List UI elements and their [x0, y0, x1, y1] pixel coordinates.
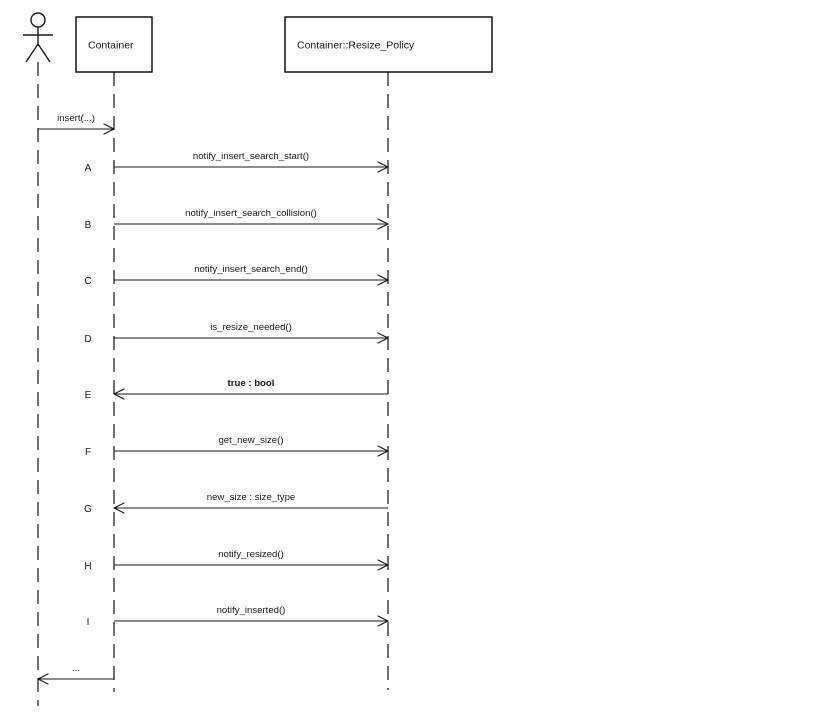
message-label: ... — [72, 663, 80, 674]
message-B[interactable]: notify_insert_search_collision() B — [85, 208, 389, 231]
participant-container[interactable]: Container — [75, 16, 153, 73]
message-label: get_new_size() — [218, 435, 283, 446]
message-label: notify_insert_search_collision() — [185, 208, 317, 219]
message-F[interactable]: get_new_size() F — [85, 435, 389, 458]
message-label: new_size : size_type — [207, 492, 296, 503]
message-insert[interactable]: insert(...) — [38, 113, 115, 135]
actor-leg-left — [25, 43, 39, 63]
message-label: is_resize_needed() — [210, 322, 292, 333]
actor-leg-right — [37, 43, 51, 63]
message-tag: H — [84, 561, 91, 572]
message-label: notify_inserted() — [217, 605, 286, 616]
participant-label-container: Container — [88, 40, 134, 52]
participant-box-container[interactable] — [75, 16, 153, 73]
participant-box-layer: Container Container::Resize_Policy — [75, 16, 493, 73]
lifeline-layer — [37, 62, 389, 706]
message-label: notify_insert_search_start() — [193, 151, 309, 162]
message-arrowhead — [113, 388, 125, 400]
message-tag: B — [85, 220, 92, 231]
message-arrowhead — [377, 274, 389, 286]
message-arrowhead — [103, 123, 115, 135]
message-arrowhead — [377, 615, 389, 627]
message-arrowhead — [113, 502, 125, 514]
actor-figure — [23, 12, 53, 63]
message-layer: insert(...) notify_insert_search_start() A… — [37, 113, 389, 685]
message-I[interactable]: notify_inserted() I — [87, 605, 389, 628]
message-label: insert(...) — [57, 113, 95, 124]
message-tag: D — [84, 334, 91, 345]
participant-resize_policy[interactable]: Container::Resize_Policy — [284, 16, 493, 73]
message-tag: F — [85, 447, 91, 458]
message-label: notify_resized() — [218, 549, 284, 560]
actor-head-icon — [30, 12, 46, 28]
message-arrowhead — [377, 445, 389, 457]
message-D[interactable]: is_resize_needed() D — [84, 322, 389, 345]
message-label: notify_insert_search_end() — [194, 264, 308, 275]
participant-box-resize_policy[interactable] — [284, 16, 493, 73]
message-arrowhead — [377, 559, 389, 571]
message-msg[interactable]: ... — [37, 663, 114, 685]
message-tag: G — [84, 504, 92, 515]
message-H[interactable]: notify_resized() H — [84, 549, 389, 572]
message-tag: E — [85, 390, 92, 401]
message-C[interactable]: notify_insert_search_end() C — [84, 264, 389, 287]
message-tag: A — [85, 163, 92, 174]
message-label: true : bool — [228, 378, 275, 389]
message-arrowhead — [377, 332, 389, 344]
participant-label-resize_policy: Container::Resize_Policy — [297, 40, 415, 52]
message-arrowhead — [377, 218, 389, 230]
message-arrowhead — [377, 161, 389, 173]
message-A[interactable]: notify_insert_search_start() A — [85, 151, 389, 174]
message-tag: I — [87, 617, 90, 628]
message-tag: C — [84, 276, 91, 287]
message-arrowhead — [37, 673, 49, 685]
